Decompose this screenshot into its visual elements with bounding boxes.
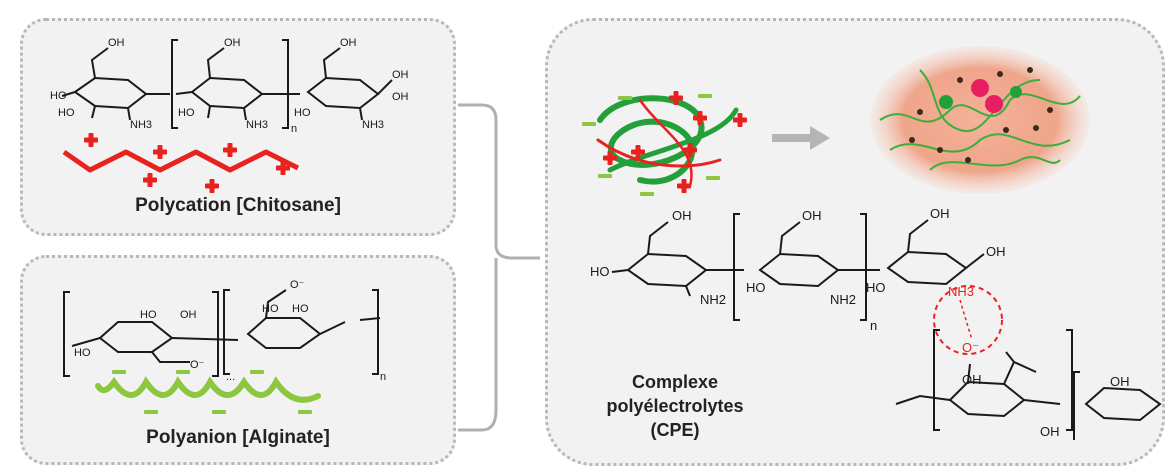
ionic-interaction: NH3 O⁻ xyxy=(933,284,1003,355)
svg-text:HO: HO xyxy=(866,280,886,295)
svg-text:NH3: NH3 xyxy=(362,119,384,131)
svg-text:HO: HO xyxy=(262,303,279,315)
alginate-structure xyxy=(63,289,381,377)
plus-icon xyxy=(84,133,290,193)
svg-text:OH: OH xyxy=(962,372,982,387)
svg-text:HO: HO xyxy=(292,303,309,315)
svg-text:n: n xyxy=(380,371,386,383)
polycation-panel xyxy=(20,18,456,236)
svg-text:HO: HO xyxy=(590,264,610,279)
complex-chitosan-structure xyxy=(611,213,985,321)
polymer-tangle xyxy=(596,95,739,188)
svg-text:NH2: NH2 xyxy=(700,292,726,307)
complex-caption: Complexe polyélectrolytes (CPE) xyxy=(600,370,750,442)
arrow-right-icon xyxy=(772,126,830,150)
svg-text:NH3: NH3 xyxy=(948,284,974,299)
complex-alginate-labels: OH OH OH xyxy=(962,372,1130,439)
svg-text:OH: OH xyxy=(986,244,1006,259)
minus-icon xyxy=(582,94,720,196)
svg-text:OH: OH xyxy=(802,208,822,223)
svg-text:HO: HO xyxy=(178,107,195,119)
svg-text:NH3: NH3 xyxy=(246,119,268,131)
complex-caption-line-1: Complexe xyxy=(631,372,719,392)
polyanion-panel xyxy=(20,255,456,465)
svg-text:OH: OH xyxy=(1110,374,1130,389)
alginate-labels: HO OH HO O⁻ O⁻ HO HO ... n xyxy=(74,279,386,383)
svg-text:OH: OH xyxy=(1040,424,1060,439)
svg-text:HO: HO xyxy=(746,280,766,295)
svg-text:OH: OH xyxy=(180,309,197,321)
svg-text:HO: HO xyxy=(50,90,67,102)
svg-text:HO: HO xyxy=(294,107,311,119)
svg-text:n: n xyxy=(870,318,877,333)
minus-icon xyxy=(112,370,312,414)
complex-caption-line-3: (CPE) xyxy=(650,420,700,440)
complex-blob xyxy=(870,46,1090,194)
svg-text:OH: OH xyxy=(224,37,241,49)
svg-text:HO: HO xyxy=(140,309,157,321)
polycation-chain xyxy=(62,149,300,173)
complex-chitosan-labels: OH OH OH HO HO HO OH NH2 NH2 n xyxy=(590,206,1006,333)
svg-text:...: ... xyxy=(226,371,235,383)
complex-caption-line-2: polyélectrolytes xyxy=(606,396,744,416)
svg-text:O⁻: O⁻ xyxy=(190,359,205,371)
svg-text:OH: OH xyxy=(108,37,125,49)
svg-text:HO: HO xyxy=(74,347,91,359)
svg-text:NH3: NH3 xyxy=(130,119,152,131)
svg-text:NH2: NH2 xyxy=(830,292,856,307)
complex-alginate-structure xyxy=(895,329,1162,440)
svg-text:OH: OH xyxy=(340,37,357,49)
svg-text:OH: OH xyxy=(672,208,692,223)
svg-text:n: n xyxy=(291,123,297,135)
svg-text:O⁻: O⁻ xyxy=(962,340,979,355)
svg-text:HO: HO xyxy=(58,107,75,119)
merge-bracket xyxy=(458,103,540,432)
svg-text:OH: OH xyxy=(392,91,409,103)
polycation-caption: Polycation [Chitosane] xyxy=(135,195,341,216)
chitosan-labels: OH OH OH HO HO HO HO OH OH NH3 NH3 NH3 n xyxy=(50,37,409,135)
svg-text:OH: OH xyxy=(930,206,950,221)
svg-text:O⁻: O⁻ xyxy=(290,279,305,291)
chitosan-structure xyxy=(61,39,393,129)
polyanion-caption: Polyanion [Alginate] xyxy=(146,427,330,448)
svg-text:OH: OH xyxy=(392,69,409,81)
polyanion-chain xyxy=(95,376,321,403)
